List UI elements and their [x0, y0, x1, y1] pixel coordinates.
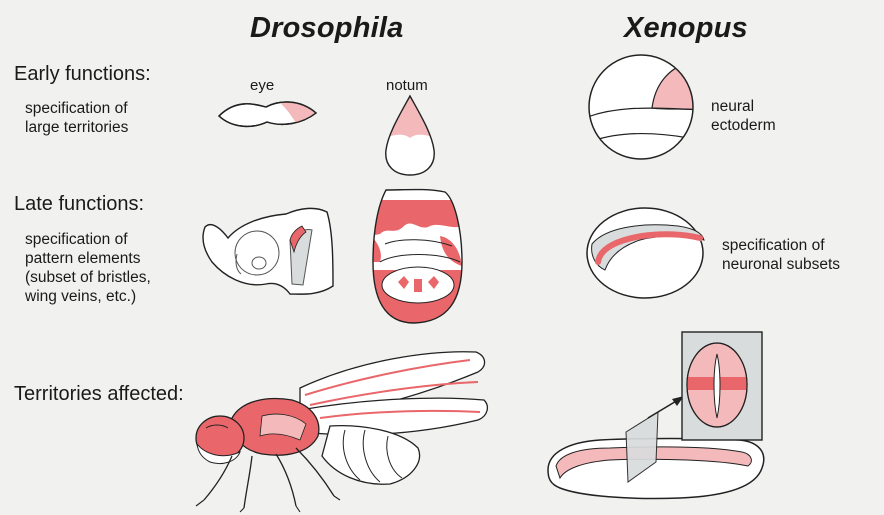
- wing-disc-late: [370, 190, 466, 331]
- notum-early: [380, 90, 440, 175]
- xenopus-early-embryo: [585, 55, 700, 159]
- eye-antennal-disc-late: [203, 208, 333, 294]
- eye-disc-early: [219, 95, 330, 130]
- adult-fly-illustration: [196, 352, 487, 512]
- neural-tube-inset: [680, 332, 762, 440]
- xenopus-late-embryo: [587, 208, 704, 298]
